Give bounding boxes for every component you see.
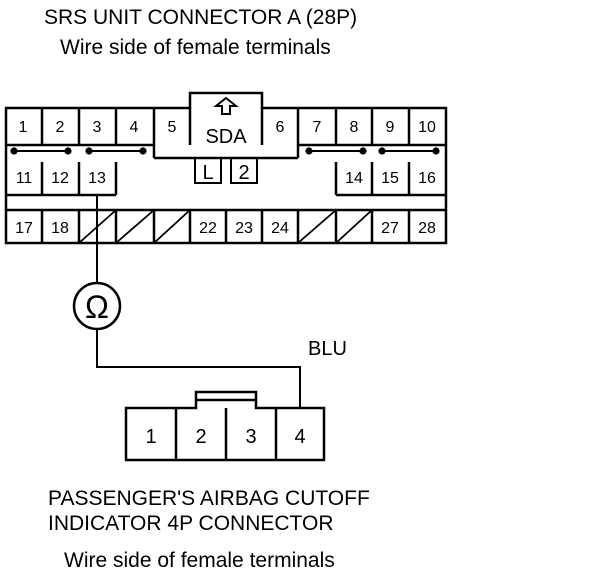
airbag-pin-1: 1 (145, 426, 156, 448)
pin-12: 12 (51, 170, 69, 187)
airbag-connector-body (124, 390, 326, 462)
airbag-pin-2: 2 (195, 426, 206, 448)
pin-17: 17 (15, 220, 33, 237)
test-lead-wire (96, 195, 301, 407)
pin-7: 7 (313, 119, 322, 136)
airbag-connector-subtitle: Wire side of female terminals (64, 549, 335, 572)
pin-10: 10 (418, 119, 436, 136)
pin-23: 23 (235, 220, 253, 237)
key-label-2: 2 (238, 162, 249, 184)
pin-2: 2 (56, 119, 65, 136)
pin-16: 16 (418, 170, 436, 187)
key-box-2 (230, 157, 258, 184)
airbag-pin-3: 3 (245, 426, 256, 448)
ohmmeter (72, 281, 122, 331)
key-box-l (194, 157, 222, 184)
pin-8: 8 (350, 119, 359, 136)
pin-28: 28 (418, 220, 436, 237)
wire-color-label: BLU (308, 338, 347, 360)
srs-connector-body (4, 91, 448, 245)
pin-11: 11 (16, 170, 33, 187)
key-label-l: L (202, 162, 213, 184)
pin-3: 3 (93, 119, 102, 136)
pin-15: 15 (381, 170, 399, 187)
shorting-bars (10, 147, 440, 155)
pin-14: 14 (345, 170, 363, 187)
pin-6: 6 (276, 119, 285, 136)
ohmmeter-icon (72, 281, 122, 331)
srs-connector-subtitle: Wire side of female terminals (60, 36, 331, 59)
airbag-pin-4: 4 (294, 426, 305, 448)
pin-1: 1 (19, 119, 28, 136)
srs-connector-title: SRS UNIT CONNECTOR A (28P) (44, 6, 358, 29)
ohm-symbol: Ω (85, 289, 109, 325)
pin-13: 13 (88, 170, 106, 187)
pin-4: 4 (130, 119, 139, 136)
pin-5: 5 (168, 119, 177, 136)
pin-27: 27 (381, 220, 399, 237)
pin-18: 18 (51, 220, 69, 237)
up-arrow-icon (213, 96, 239, 115)
pin-24: 24 (271, 220, 289, 237)
airbag-connector-title-line1: PASSENGER'S AIRBAG CUTOFF (48, 487, 370, 510)
sda-label: SDA (205, 126, 247, 148)
airbag-connector-title-line2: INDICATOR 4P CONNECTOR (48, 512, 334, 535)
pin-22: 22 (199, 220, 217, 237)
pin-9: 9 (386, 119, 395, 136)
